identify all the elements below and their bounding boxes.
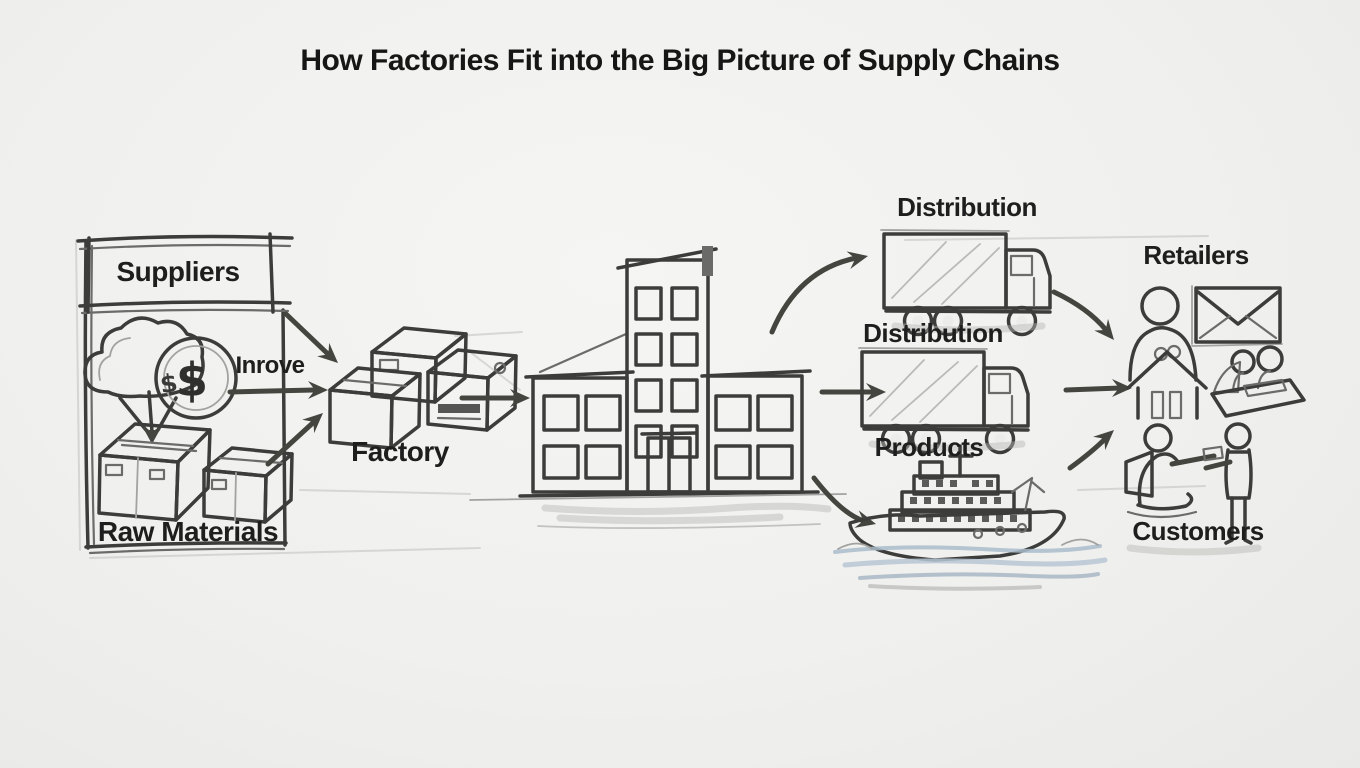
distribution-top-label: Distribution bbox=[897, 192, 1037, 222]
delivery-truck-icon bbox=[857, 346, 1030, 455]
water-waves-icon bbox=[833, 538, 1108, 591]
arrow-building-to-distribution-top bbox=[769, 251, 868, 335]
arrow-rawmaterials-to-factory bbox=[265, 413, 323, 467]
page-title: How Factories Fit into the Big Picture o… bbox=[300, 44, 1060, 77]
distribution-mid-label: Distribution bbox=[863, 318, 1003, 348]
arrow-inputs-to-factory bbox=[227, 381, 328, 399]
raw-material-crate-icon bbox=[97, 422, 212, 522]
sketch-guide-lines bbox=[75, 235, 1209, 559]
arrow-suppliers-to-factory bbox=[283, 311, 338, 363]
retailers-label: Retailers bbox=[1143, 240, 1249, 270]
person-icon bbox=[1128, 286, 1198, 382]
raw-material-crate-icon bbox=[202, 446, 294, 524]
arrow-factory-to-building bbox=[459, 389, 530, 407]
crate-stack-icon bbox=[328, 326, 518, 450]
house-icon bbox=[1126, 344, 1208, 420]
arrow-truck-to-retailers bbox=[1051, 289, 1114, 340]
products-label: Products bbox=[874, 432, 984, 462]
delivery-truck-icon bbox=[879, 228, 1052, 337]
dollar-coin-icon: $ $ bbox=[154, 336, 238, 420]
cargo-ship-icon bbox=[848, 444, 1066, 562]
arrow-truck-to-house bbox=[1063, 379, 1132, 397]
dollar-glyph: $ bbox=[176, 353, 208, 407]
input-annotation-label: Inrove bbox=[235, 352, 305, 379]
people-at-counter-icon bbox=[1210, 345, 1306, 418]
arrow-ship-to-customers bbox=[1067, 430, 1114, 471]
suppliers-label: Suppliers bbox=[116, 256, 240, 287]
dollar-glyph-small: $ bbox=[158, 368, 179, 399]
factory-building-icon bbox=[469, 246, 847, 529]
customers-label: Customers bbox=[1132, 516, 1264, 546]
raw-materials-label: Raw Materials bbox=[97, 516, 279, 547]
customer-handoff-icon bbox=[1124, 422, 1262, 556]
envelope-icon bbox=[1191, 285, 1283, 347]
suppliers-panel bbox=[76, 232, 294, 555]
factory-label: Factory bbox=[351, 436, 449, 467]
arrow-building-to-distribution-mid bbox=[819, 383, 886, 401]
